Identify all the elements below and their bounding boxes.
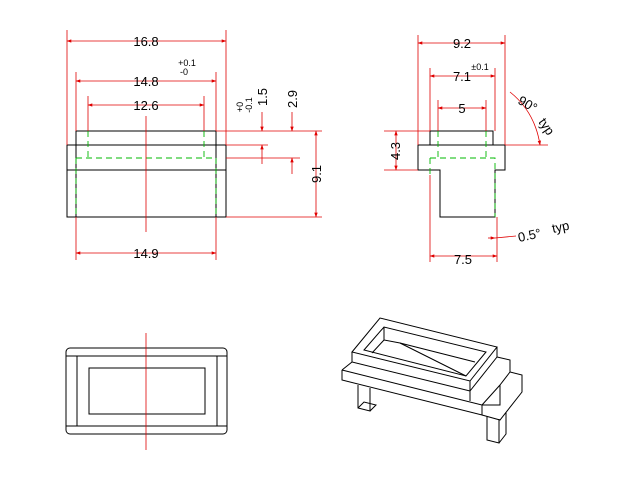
front-opening-tol-upper: +0.1 bbox=[178, 58, 196, 68]
front-opening-tol-lower: -0 bbox=[180, 67, 188, 77]
front-step-tol-upper: +0 bbox=[235, 102, 245, 112]
top-view-outer bbox=[65, 347, 228, 435]
iso-leg-left bbox=[357, 385, 371, 412]
front-inner-width-label: 12.6 bbox=[133, 98, 158, 113]
top-view-rim bbox=[76, 355, 218, 427]
front-step-height-label: 1.5 bbox=[255, 88, 270, 106]
side-bottom-width-label: 7.5 bbox=[454, 252, 472, 267]
isometric-view bbox=[341, 317, 523, 444]
dim-arc-corner-angle bbox=[509, 91, 542, 146]
front-overall-height-label: 9.1 bbox=[309, 165, 324, 183]
side-inner-width-label: 5 bbox=[458, 101, 465, 116]
side-draft-note-label: typ bbox=[551, 218, 571, 236]
side-opening-tol: ±0.1 bbox=[471, 62, 488, 72]
side-view-extension-lines bbox=[384, 35, 548, 262]
front-view: 16.8 14.8 +0.1 -0 12.6 14.9 1.5 +0 -0.1 … bbox=[66, 30, 324, 261]
front-top-height-label: 2.9 bbox=[285, 90, 300, 108]
iso-rim-inner bbox=[363, 326, 487, 377]
side-view: 9.2 7.1 ±0.1 5 4.3 7.5 90° typ 0.5° typ bbox=[384, 35, 571, 267]
side-view-outline bbox=[417, 130, 506, 218]
front-opening-width-label: 14.8 bbox=[133, 74, 158, 89]
iso-leg-right bbox=[486, 416, 500, 444]
side-corner-note-label: typ bbox=[536, 115, 558, 138]
top-view-opening bbox=[88, 367, 206, 415]
front-bottom-width-label: 14.9 bbox=[133, 246, 158, 261]
leader-draft-angle bbox=[494, 235, 517, 239]
side-draft-angle-label: 0.5° bbox=[517, 225, 543, 245]
side-corner-angle-label: 90° bbox=[516, 93, 541, 116]
front-view-outline bbox=[66, 130, 227, 218]
side-overall-width-label: 9.2 bbox=[453, 36, 471, 51]
top-view bbox=[65, 333, 228, 450]
front-step-tol-lower: -0.1 bbox=[244, 97, 254, 113]
iso-body-side bbox=[481, 356, 523, 421]
side-step-height-label: 4.3 bbox=[388, 142, 403, 160]
side-view-hidden-lines bbox=[429, 131, 496, 217]
front-overall-width-label: 16.8 bbox=[133, 34, 158, 49]
side-opening-width-label: 7.1 bbox=[453, 69, 471, 84]
